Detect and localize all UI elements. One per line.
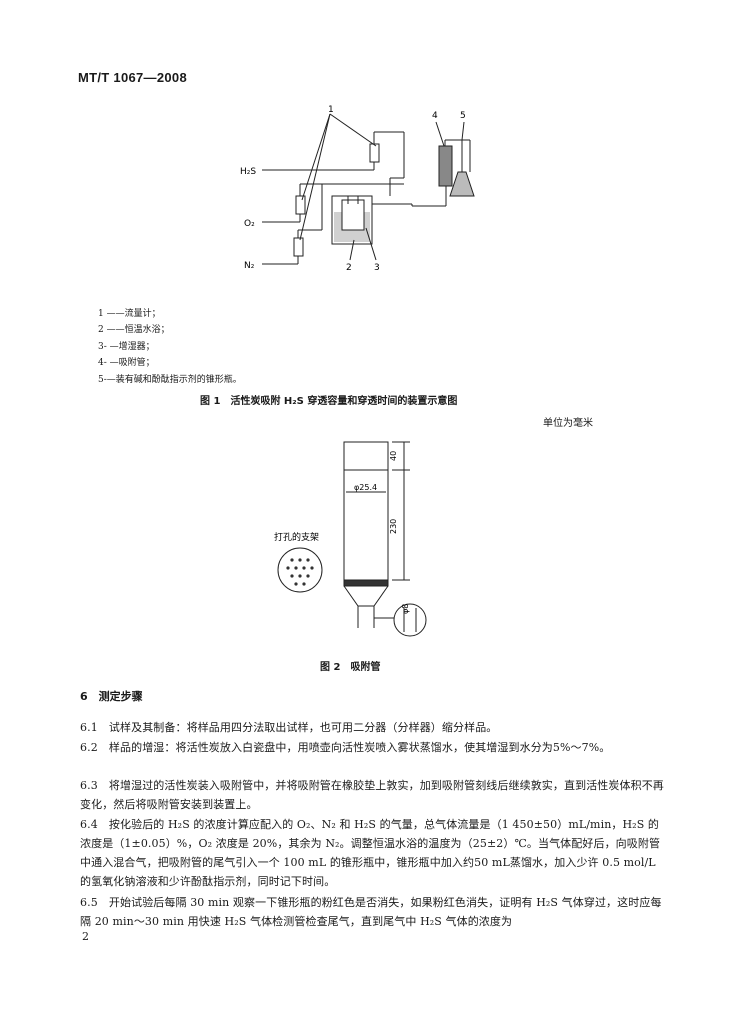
legend-item-2: 2 ——恒温水浴； xyxy=(98,325,170,335)
paragraph-6-4: 6.4 按化验后的 H₂S 的浓度计算应配入的 O₂、N₂ 和 H₂S 的气量，… xyxy=(80,818,661,888)
figure2-adsorption-tube-diagram: 40 φ25.4 230 φ8 打孔的支架 xyxy=(274,441,427,637)
dim-outlet: φ8 xyxy=(401,604,410,614)
label-5: 5 xyxy=(460,111,466,121)
dim-230: 230 xyxy=(389,519,398,534)
paragraph-6-1: 6.1 试样及其制备：将样品用四分法取出试样，也可用二分器（分样器）缩分样品。 xyxy=(80,721,498,734)
legend-item-3: 3- —增湿器； xyxy=(98,342,155,352)
paragraph-6-3: 6.3 将增湿过的活性炭装入吸附管中，并将吸附管在橡胶垫上敦实，加到吸附管刻线后… xyxy=(80,779,664,811)
dim-diameter: φ25.4 xyxy=(354,483,377,492)
legend-item-5: 5-—装有碱和酚酞指示剂的锥形瓶。 xyxy=(98,375,242,385)
tube-body xyxy=(343,441,389,587)
leader-line-1c xyxy=(299,113,331,241)
label-3: 3 xyxy=(374,263,380,273)
outlet-detail xyxy=(393,603,427,637)
figure2-caption: 图 2 吸附管 xyxy=(320,662,381,673)
label-1: 1 xyxy=(328,105,334,115)
flowmeter-o2 xyxy=(295,195,306,215)
tube-taper xyxy=(343,585,389,607)
label-o2: O₂ xyxy=(244,219,255,229)
label-n2: N₂ xyxy=(244,261,255,271)
humidifier xyxy=(341,199,365,231)
leader-line-1a xyxy=(329,113,377,147)
label-4: 4 xyxy=(432,111,438,121)
perforated-support xyxy=(277,547,323,593)
leader-line-1b xyxy=(301,113,331,201)
figure1-caption: 图 1 活性炭吸附 H₂S 穿透容量和穿透时间的装置示意图 xyxy=(200,396,458,407)
support-label: 打孔的支架 xyxy=(274,531,319,543)
section-title: 6 测定步骤 xyxy=(80,690,143,703)
document-header: MT/T 1067—2008 xyxy=(78,70,187,85)
flowmeter-n2 xyxy=(293,237,304,257)
label-2: 2 xyxy=(346,263,352,273)
flowmeter-h2s xyxy=(369,143,380,163)
paragraph-6-5: 6.5 开始试验后每隔 30 min 观察一下锥形瓶的粉红色是否消失，如果粉红色… xyxy=(80,896,662,928)
legend-item-4: 4- —吸附管； xyxy=(98,358,155,368)
paragraph-6-2: 6.2 样品的增湿：将活性炭放入白瓷盘中，用喷壶向活性炭喷入雾状蒸馏水，使其增湿… xyxy=(80,741,611,754)
dim-40: 40 xyxy=(389,451,398,461)
conical-flask xyxy=(449,171,475,197)
unit-note: 单位为毫米 xyxy=(543,418,593,429)
water-bath xyxy=(331,195,373,245)
adsorption-tube xyxy=(438,145,453,187)
page-number: 2 xyxy=(82,930,89,943)
label-h2s: H₂S xyxy=(240,167,256,177)
figure1-apparatus-diagram: 1 H₂S O₂ N₂ 2 3 4 5 xyxy=(240,105,475,273)
legend-item-1: 1 ——流量计； xyxy=(98,309,161,319)
